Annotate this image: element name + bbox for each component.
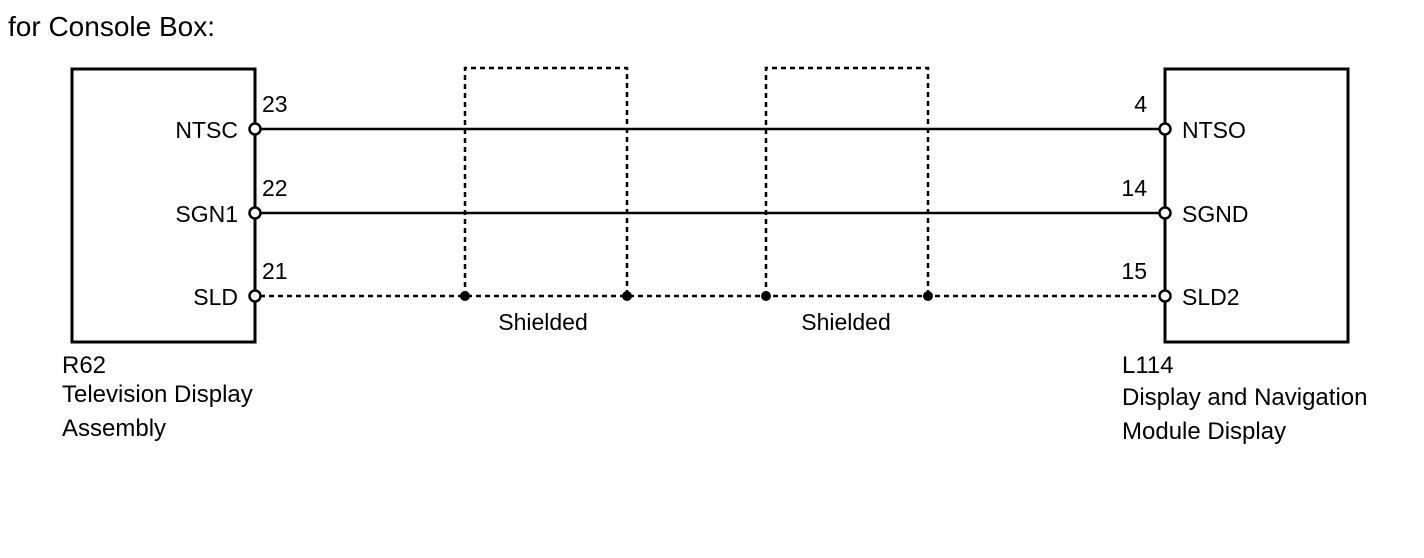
shield-junction-dot: [622, 291, 632, 301]
right-component-name: Display and Navigation: [1122, 384, 1367, 411]
shield-outline-1: [463, 66, 629, 296]
left-pin-label: SLD: [193, 284, 238, 310]
left-terminal-ntsc: [248, 122, 262, 136]
left-component-name: Assembly: [62, 415, 166, 442]
right-component-box: [1163, 67, 1350, 344]
right-component-name: Module Display: [1122, 418, 1286, 445]
shield-junction-dot: [761, 291, 771, 301]
left-pin-label: SGN1: [175, 201, 238, 227]
left-terminal-sld: [248, 289, 262, 303]
right-component-code: L114: [1122, 352, 1174, 379]
shield-junction-dot: [923, 291, 933, 301]
shield-outline-2: [764, 66, 930, 296]
right-pin-number: 4: [1134, 91, 1147, 117]
shield-junction-dot: [460, 291, 470, 301]
left-pin-number: 21: [262, 258, 288, 284]
left-pin-number: 23: [262, 91, 288, 117]
shield-label-2: Shielded: [801, 309, 891, 335]
right-pin-number: 14: [1121, 175, 1147, 201]
right-pin-number: 15: [1121, 258, 1147, 284]
diagram-heading: for Console Box:: [8, 11, 215, 42]
right-terminal-sgnd: [1158, 206, 1172, 220]
left-pin-label: NTSC: [175, 117, 238, 143]
right-pin-label: NTSO: [1182, 117, 1246, 143]
shield-label-1: Shielded: [498, 309, 588, 335]
right-pin-label: SGND: [1182, 201, 1248, 227]
right-terminal-sld2: [1158, 289, 1172, 303]
left-component-name: Television Display: [62, 381, 253, 408]
left-terminal-sgn1: [248, 206, 262, 220]
right-pin-label: SLD2: [1182, 284, 1240, 310]
left-pin-number: 22: [262, 175, 288, 201]
right-terminal-ntso: [1158, 122, 1172, 136]
left-component-box: [70, 67, 257, 344]
left-component-code: R62: [62, 352, 106, 379]
